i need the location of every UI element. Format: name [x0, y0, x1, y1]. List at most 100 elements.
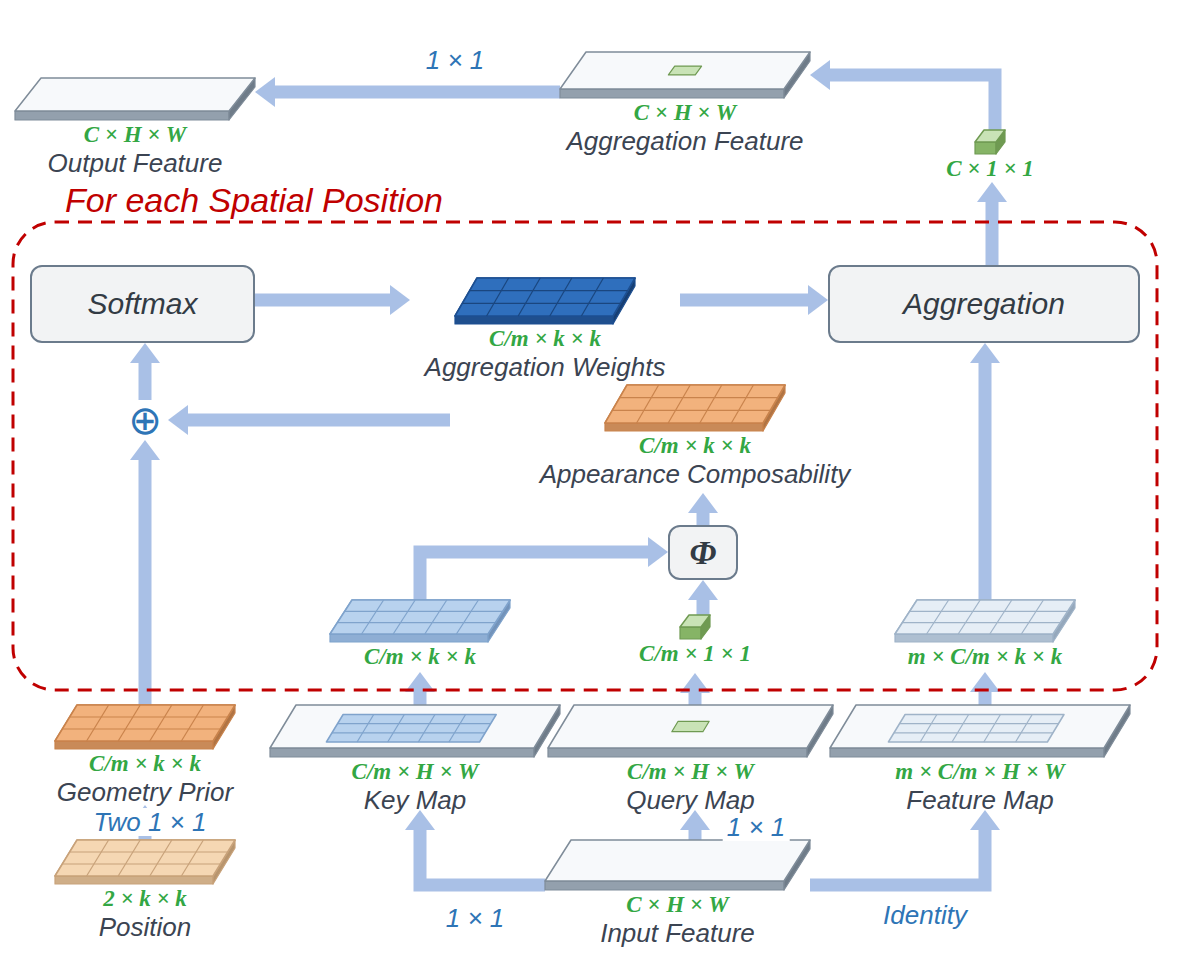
label-stack: C/m × H × WQuery Map: [548, 759, 833, 815]
name-label: Input Feature: [600, 918, 755, 948]
prism-top: [605, 385, 785, 423]
grid-line: [87, 840, 109, 876]
name-label: Geometry Prior: [57, 777, 233, 807]
slab-shape: [270, 705, 560, 757]
label-stack: C × H × WOutput Feature: [15, 122, 255, 178]
flow-arrow: [255, 285, 410, 315]
name-label: Aggregation Feature: [566, 126, 803, 156]
label-stack: C × H × WAggregation Feature: [560, 100, 810, 156]
prism-top: [55, 705, 235, 741]
grid-line: [118, 840, 140, 876]
grid-face: [55, 705, 235, 741]
arrow-head: [688, 580, 718, 600]
prism-front: [15, 111, 229, 120]
vector-cube: C × 1 × 1: [925, 130, 1055, 182]
prism-top: [330, 600, 510, 634]
flow-arrow: [405, 810, 545, 885]
arrow-head: [255, 77, 275, 107]
arrow-shaft: [979, 361, 992, 600]
dimension-label: C/m × 1 × 1: [639, 641, 751, 667]
prism-front: [455, 316, 613, 324]
grid-line: [470, 290, 628, 291]
operation-label: Identity: [879, 901, 971, 929]
arrow-shaft: [680, 294, 810, 307]
prism-top: [15, 78, 255, 111]
label-stack: C × H × WInput Feature: [545, 892, 810, 948]
prism-top: [830, 705, 1130, 748]
grid-line: [181, 705, 203, 741]
grid-line: [150, 705, 172, 741]
grid-line: [990, 600, 1012, 634]
grid-line: [118, 705, 140, 741]
prism-top: [455, 278, 635, 316]
slab-shape: [15, 78, 255, 120]
dimension-label: C/m × k × k: [89, 751, 201, 777]
slab-shape: [548, 705, 833, 757]
dimension-label: 2 × k × k: [103, 886, 187, 912]
operation-label: Two 1 × 1: [90, 808, 211, 836]
operation-box: Softmax: [30, 265, 255, 343]
operation-label: 1 × 1: [723, 813, 790, 841]
grid-line: [456, 600, 478, 634]
grid-line: [418, 714, 435, 742]
tensor-tile: C/m × k × kGeometry Prior: [35, 705, 255, 805]
arrow-head: [130, 440, 160, 460]
flow-arrow: [810, 60, 995, 130]
slab-shape: [545, 840, 810, 890]
label-stack: C/m × k × kGeometry Prior: [35, 751, 255, 807]
arrow-shaft: [420, 552, 650, 600]
grid-line: [449, 714, 466, 742]
grid-line: [1021, 600, 1043, 634]
grid-line: [900, 723, 1059, 724]
dimension-label: C × H × W: [84, 122, 186, 148]
prism-front: [55, 876, 213, 884]
operation-label: 1 × 1: [422, 46, 489, 74]
grid-line: [462, 303, 620, 304]
cube-shape: [680, 615, 710, 639]
dimension-label: C × H × W: [626, 892, 728, 918]
prism-top: [55, 840, 235, 876]
slab-shape: [830, 705, 1130, 757]
prism-top: [545, 840, 810, 881]
flow-arrow: [688, 493, 718, 525]
grid-face: [55, 840, 235, 876]
grid-line: [62, 863, 220, 864]
grid-line: [581, 278, 603, 316]
grid-line: [620, 397, 778, 398]
operation-name: Aggregation: [903, 287, 1065, 321]
grid-face: [326, 715, 496, 743]
grid-line: [700, 385, 722, 423]
position-mark: [668, 66, 701, 75]
slab-shape: [560, 52, 810, 98]
prism-front: [270, 748, 534, 757]
arrow-shaft: [828, 75, 995, 130]
grid-line: [70, 851, 228, 852]
name-label: Aggregation Weights: [425, 352, 666, 382]
grid-line: [393, 600, 415, 634]
tensor-tile: C/m × k × kAppearance Composability: [450, 385, 940, 493]
tensor-tile: C/m × k × kAggregation Weights: [410, 278, 680, 390]
tensor-tile: C/m × k × k: [320, 600, 520, 672]
grid-line: [425, 600, 447, 634]
cube-shape: [975, 130, 1005, 154]
prism-front: [548, 748, 807, 757]
arrow-head: [970, 343, 1000, 363]
tensor-tile: m × C/m × k × k: [880, 600, 1090, 672]
grid-line: [338, 723, 491, 724]
grid-line: [550, 278, 572, 316]
feature-slab: C × H × WAggregation Feature: [560, 52, 810, 170]
arrow-shaft: [420, 828, 545, 885]
name-label: Position: [99, 912, 192, 942]
flow-arrow: [255, 77, 560, 107]
grid-line: [362, 600, 384, 634]
dimension-label: C/m × H × W: [627, 759, 754, 785]
name-label: Output Feature: [48, 148, 223, 178]
grid-line: [337, 622, 495, 623]
prism-top: [680, 615, 710, 627]
prism-top: [560, 52, 810, 89]
prism-top: [975, 130, 1005, 142]
region-heading: For each Spatial Position: [65, 181, 443, 219]
vector-cube: C/m × 1 × 1: [620, 615, 770, 673]
label-stack: C/m × k × kAppearance Composability: [450, 433, 940, 489]
